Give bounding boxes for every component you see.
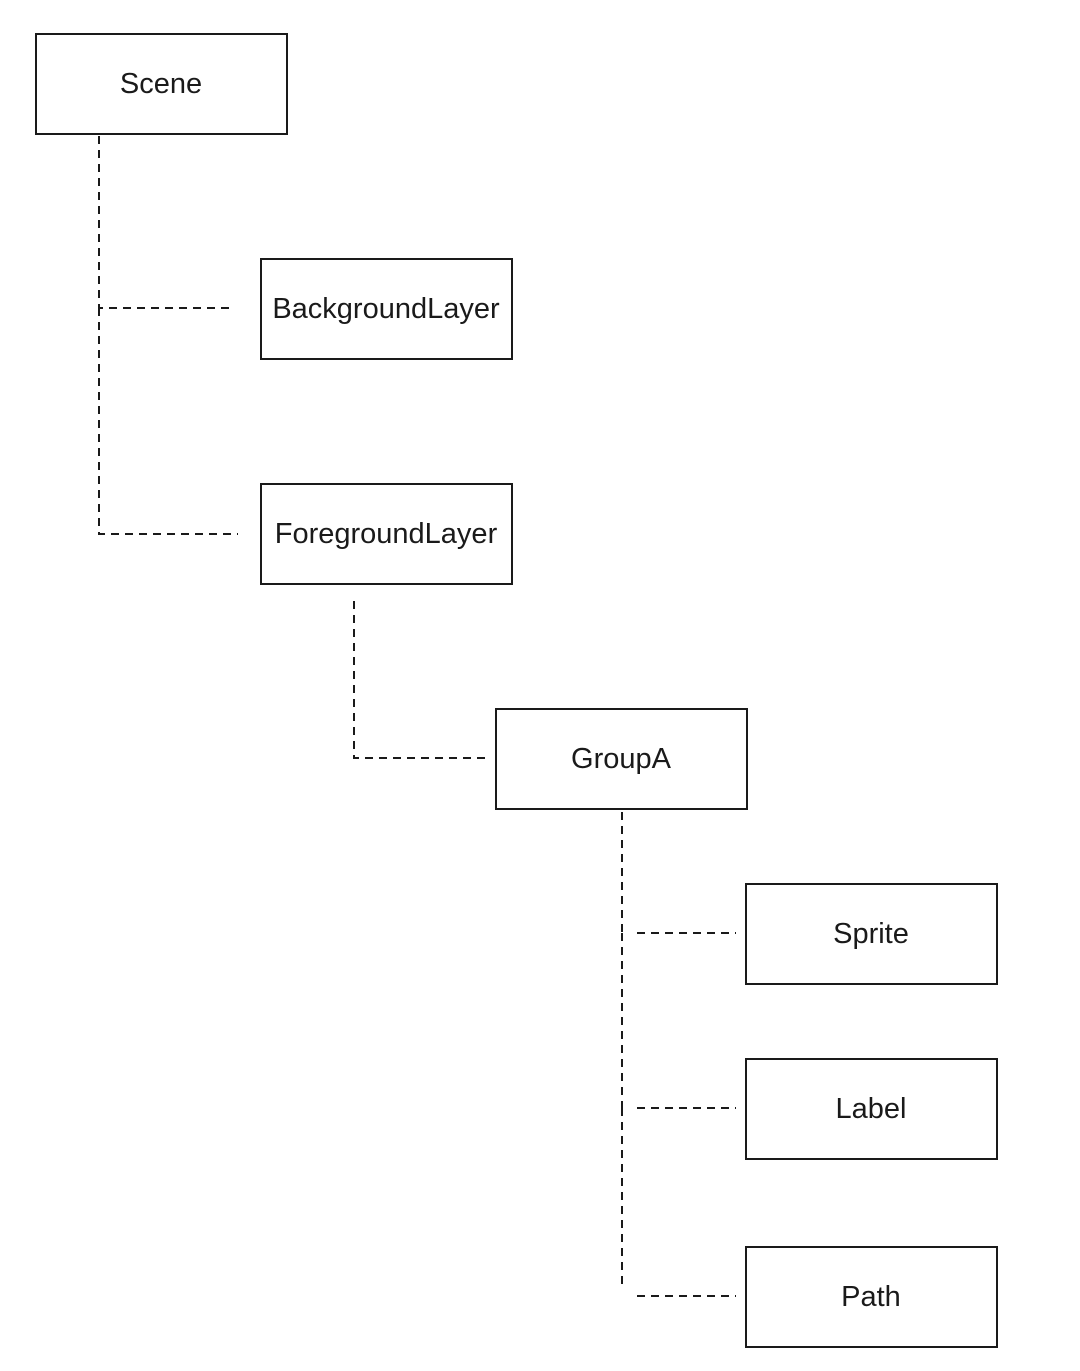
node-label: ForegroundLayer <box>275 518 498 550</box>
node-box <box>260 483 513 585</box>
node-path[interactable]: Path <box>745 1246 998 1348</box>
node-scene[interactable]: Scene <box>35 33 288 135</box>
node-label: Path <box>841 1281 901 1313</box>
node-box <box>745 1058 998 1160</box>
node-box <box>745 1246 998 1348</box>
node-label[interactable]: Label <box>745 1058 998 1160</box>
node-group-a[interactable]: GroupA <box>495 708 748 810</box>
node-label: GroupA <box>571 743 672 775</box>
node-sprite[interactable]: Sprite <box>745 883 998 985</box>
node-label: Sprite <box>833 918 909 950</box>
edge-group-a-sprite <box>621 812 736 934</box>
edge-foreground-layer-group-a <box>353 601 488 759</box>
node-box <box>745 883 998 985</box>
edge-group-a-label <box>621 933 736 1109</box>
connectors <box>98 136 736 1297</box>
edge-scene-foreground-layer <box>98 308 238 535</box>
node-box <box>495 708 748 810</box>
node-box <box>260 258 513 360</box>
node-box <box>35 33 288 135</box>
node-label: Label <box>836 1093 907 1125</box>
node-foreground-layer[interactable]: ForegroundLayer <box>260 483 513 585</box>
node-label: BackgroundLayer <box>272 293 500 325</box>
edge-scene-background-layer <box>98 136 232 309</box>
edge-group-a-path <box>621 1108 736 1297</box>
node-background-layer[interactable]: BackgroundLayer <box>260 258 513 360</box>
node-label: Scene <box>120 68 202 100</box>
